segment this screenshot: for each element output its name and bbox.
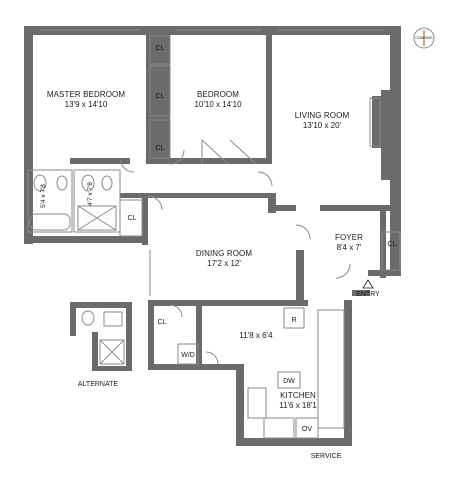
closet-label-5: CL <box>388 241 397 248</box>
washer-dryer-label: W/D <box>181 352 195 359</box>
foyer-dims: 8'4 x 7' <box>337 243 362 252</box>
closet-label-3: CL <box>156 145 165 152</box>
alternate-label: ALTERNATE <box>78 381 119 388</box>
entry-labels: ENTRY SERVICE ALTERNATE <box>78 279 380 460</box>
appliance-labels: R W/D DW OV <box>181 317 312 433</box>
dining-room-dims: 17'2 x 12' <box>207 259 241 268</box>
compass-label: COMPASS <box>415 36 433 40</box>
living-room-name: LIVING ROOM <box>295 111 350 120</box>
master-bedroom-name: MASTER BEDROOM <box>47 90 126 99</box>
bedroom-dims: 10'10 x 14'10 <box>194 100 242 109</box>
bath-2-dims: 4'7 x 7'8 <box>87 182 94 206</box>
kitchen-name: KITCHEN <box>280 391 316 400</box>
dining-room-name: DINING ROOM <box>196 249 252 258</box>
foyer-name: FOYER <box>335 233 363 242</box>
kitchen-dims: 11'6 x 18'1 <box>279 401 317 410</box>
master-bedroom-dims: 13'9 x 14'10 <box>65 100 108 109</box>
closet-labels: CL CL CL CL CL CL <box>128 45 397 326</box>
living-room-dims: 13'10 x 20' <box>303 121 342 130</box>
oven-label: OV <box>302 426 312 433</box>
service-label: SERVICE <box>311 453 342 460</box>
room-labels: MASTER BEDROOM 13'9 x 14'10 BEDROOM 10'1… <box>40 90 363 410</box>
refrigerator-label: R <box>291 317 296 324</box>
entry-label: ENTRY <box>356 291 380 298</box>
closet-label-4: CL <box>128 215 137 222</box>
utility-dims: 11'8 x 6'4 <box>239 331 273 340</box>
dishwasher-label: DW <box>283 378 295 385</box>
compass-icon <box>413 27 435 49</box>
entry-marker-icon <box>362 279 374 289</box>
thin-details <box>27 29 401 439</box>
bedroom-name: BEDROOM <box>197 90 239 99</box>
closet-label-1: CL <box>156 45 165 52</box>
bath-1-dims: 5'4 x 7'8 <box>40 184 47 208</box>
compass: COMPASS <box>413 27 435 49</box>
closet-label-2: CL <box>156 93 165 100</box>
walls <box>24 26 401 446</box>
closet-label-6: CL <box>158 319 167 326</box>
